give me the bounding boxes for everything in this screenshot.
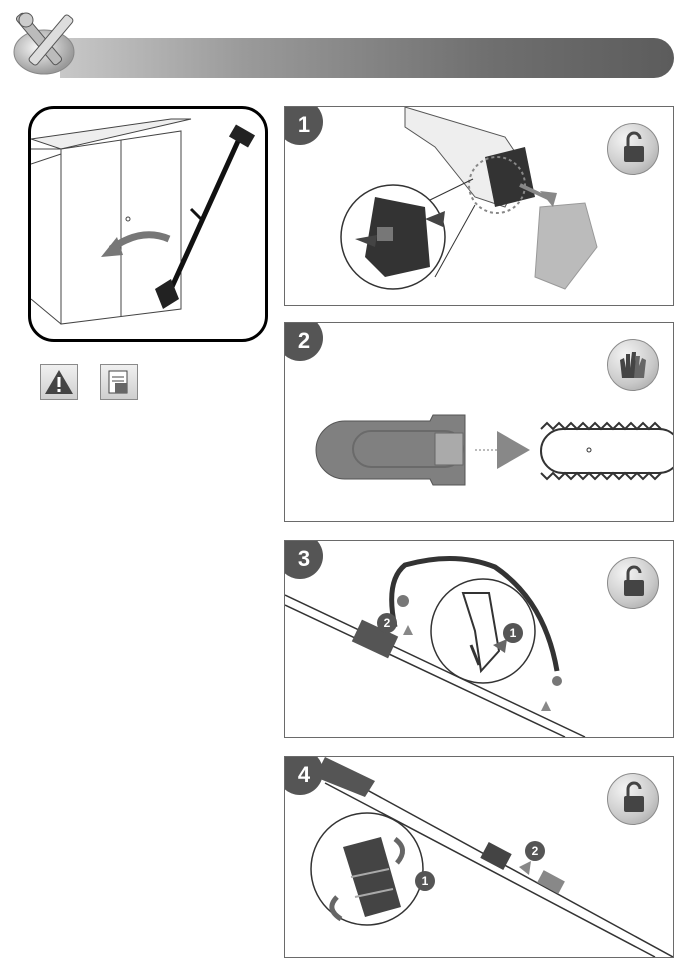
step-3-panel: 3 1 2 [284,540,674,738]
gloves-icon [607,339,659,391]
step-1-panel: 1 [284,106,674,306]
step-number-badge: 3 [285,541,323,579]
unlock-icon [607,557,659,609]
storage-illustration [28,106,268,342]
section-header-bar [60,38,674,78]
manual-icon [100,364,138,400]
warning-icon [40,364,78,400]
step-4-panel: 4 1 2 [284,756,674,958]
substep-2-marker: 2 [525,841,545,861]
tools-icon [6,2,110,82]
unlock-icon [607,123,659,175]
substep-1-marker: 1 [503,623,523,643]
substep-1-marker: 1 [415,871,435,891]
step-2-panel: 2 [284,322,674,522]
unlock-icon [607,773,659,825]
substep-2-marker: 2 [377,613,397,633]
